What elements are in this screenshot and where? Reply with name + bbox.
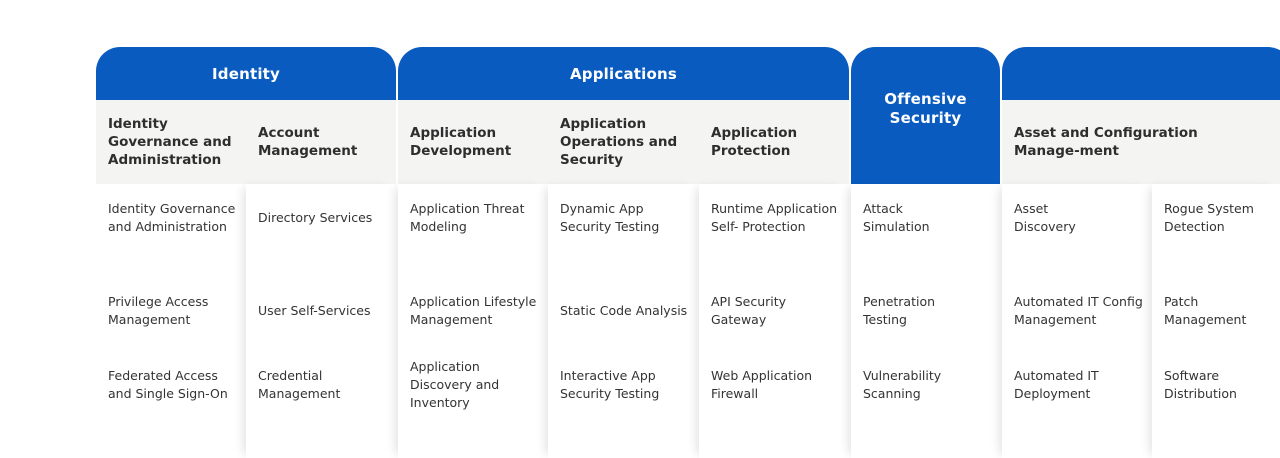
list-item: Identity Governance and Administration xyxy=(108,201,236,234)
list-item: Application Lifestyle Management xyxy=(410,294,537,327)
col-header-label: Application Operations and Security xyxy=(560,116,678,168)
list-item: Attack Simulation xyxy=(863,201,930,234)
list-item: Software Distribution xyxy=(1164,368,1237,401)
list-item: Rogue System Detection xyxy=(1164,201,1254,234)
column-application-development: Application Threat Modeling Application … xyxy=(398,184,548,458)
list-item: Vulnerability Scanning xyxy=(863,368,942,401)
col-header-application-development: Application Development xyxy=(398,100,548,184)
group-title-offensive-security: Offensive Security xyxy=(884,89,967,127)
col-header-asset-configuration: Asset and Configuration Manage-ment xyxy=(1002,100,1280,184)
group-title-identity: Identity xyxy=(211,64,281,83)
list-item: Application Threat Modeling xyxy=(410,201,525,234)
group-title-applications: Applications xyxy=(569,64,677,83)
list-item: Runtime Application Self- Protection xyxy=(711,201,838,234)
list-item: Credential Management xyxy=(258,368,341,401)
list-item: Automated IT Deployment xyxy=(1014,368,1099,401)
column-identity-governance: Identity Governance and Administration P… xyxy=(96,184,246,458)
col-header-label: Application Protection xyxy=(711,125,798,159)
list-item: Application Discovery and Inventory xyxy=(410,359,500,410)
col-header-label: Application Development xyxy=(410,125,512,159)
col-header-application-protection: Application Protection xyxy=(699,100,849,184)
col-header-account-management: Account Management xyxy=(246,100,396,184)
list-item: Penetration Testing xyxy=(863,294,936,327)
col-header-label: Asset and Configuration Manage-ment xyxy=(1014,125,1198,159)
list-item: Federated Access and Single Sign-On xyxy=(108,368,228,401)
list-item: Patch Management xyxy=(1164,294,1247,327)
group-header-identity: Identity xyxy=(96,47,396,100)
column-application-protection: Runtime Application Self- Protection API… xyxy=(699,184,849,458)
column-offensive-security: Attack Simulation Penetration Testing Vu… xyxy=(851,184,1002,458)
list-item: Directory Services xyxy=(258,210,373,225)
group-header-applications: Applications xyxy=(398,47,849,100)
col-header-application-operations: Application Operations and Security xyxy=(548,100,699,184)
column-account-management: Directory Services User Self-Services Cr… xyxy=(246,184,396,458)
column-rogue-system: Rogue System Detection Patch Management … xyxy=(1152,184,1280,458)
list-item: Privilege Access Management xyxy=(108,294,209,327)
list-item: Static Code Analysis xyxy=(560,303,688,318)
col-header-label: Identity Governance and Administration xyxy=(108,116,232,168)
group-header-asset xyxy=(1002,47,1280,100)
list-item: Web Application Firewall xyxy=(711,368,813,401)
column-application-operations: Dynamic App Security Testing Static Code… xyxy=(548,184,699,458)
list-item: User Self-Services xyxy=(258,303,371,318)
column-asset-discovery: Asset Discovery Automated IT Config Mana… xyxy=(1002,184,1152,458)
list-item: API Security Gateway xyxy=(711,294,787,327)
list-item: Interactive App Security Testing xyxy=(560,368,660,401)
group-header-offensive-security: Offensive Security xyxy=(851,47,1000,184)
col-header-identity-governance: Identity Governance and Administration xyxy=(96,100,246,184)
col-header-label: Account Management xyxy=(258,125,358,159)
list-item: Asset Discovery xyxy=(1014,201,1076,234)
list-item: Automated IT Config Management xyxy=(1014,294,1143,327)
list-item: Dynamic App Security Testing xyxy=(560,201,660,234)
